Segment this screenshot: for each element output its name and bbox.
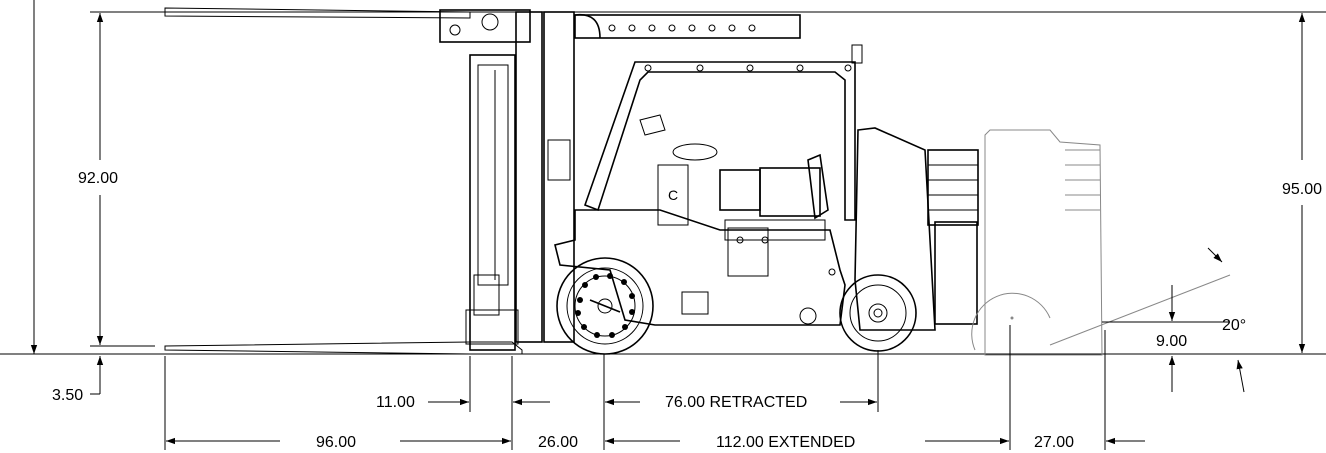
front-overhang-label: 26.00 [538,434,578,451]
wheelbase-retracted-dimension: 76.00 RETRACTED [605,394,877,411]
floor-clearance-dimension: 3.50 [52,356,104,404]
overhead-guard [583,44,863,221]
wheelbase-extended-dimension: 112.00 EXTENDED [605,434,1009,451]
departure-angle: 20° [1049,247,1246,393]
counterweight [854,127,979,331]
fork-height-dimension: 92.00 [78,11,155,347]
rear-overhang-dimension: 27.00 [1034,434,1145,451]
ramp-angle-label: 20° [1222,317,1246,334]
svg-text:C: C [668,187,678,203]
rear-wheel [839,274,917,352]
fork-face-offset-dimension: 11.00 [376,394,550,411]
fork-length-label: 96.00 [316,434,356,451]
wheelbase-extended-label: 112.00 EXTENDED [716,434,855,451]
ramp-rise-label: 9.00 [1156,333,1187,350]
overhead-rail [574,13,801,39]
forks [164,7,523,355]
fork-length-dimension: 96.00 [166,434,511,451]
mast-assembly [439,9,575,351]
wheelbase-retracted-label: 76.00 RETRACTED [665,394,807,411]
overall-height-dimension: 95.00 [1282,13,1322,353]
front-drive-wheel [556,257,654,355]
fork-height-label: 92.00 [78,170,118,187]
fork-face-offset-label: 11.00 [376,394,415,411]
chassis-body [554,209,846,326]
floor-clearance-label: 3.50 [52,387,83,404]
extended-counterweight-ghost [971,129,1103,356]
operator-station: C [657,143,829,241]
rear-overhang-label: 27.00 [1034,434,1074,451]
front-overhang-dimension: 26.00 [538,434,578,451]
overall-height-label: 95.00 [1282,181,1322,198]
ramp-rise-dimension: 9.00 [1156,285,1187,392]
